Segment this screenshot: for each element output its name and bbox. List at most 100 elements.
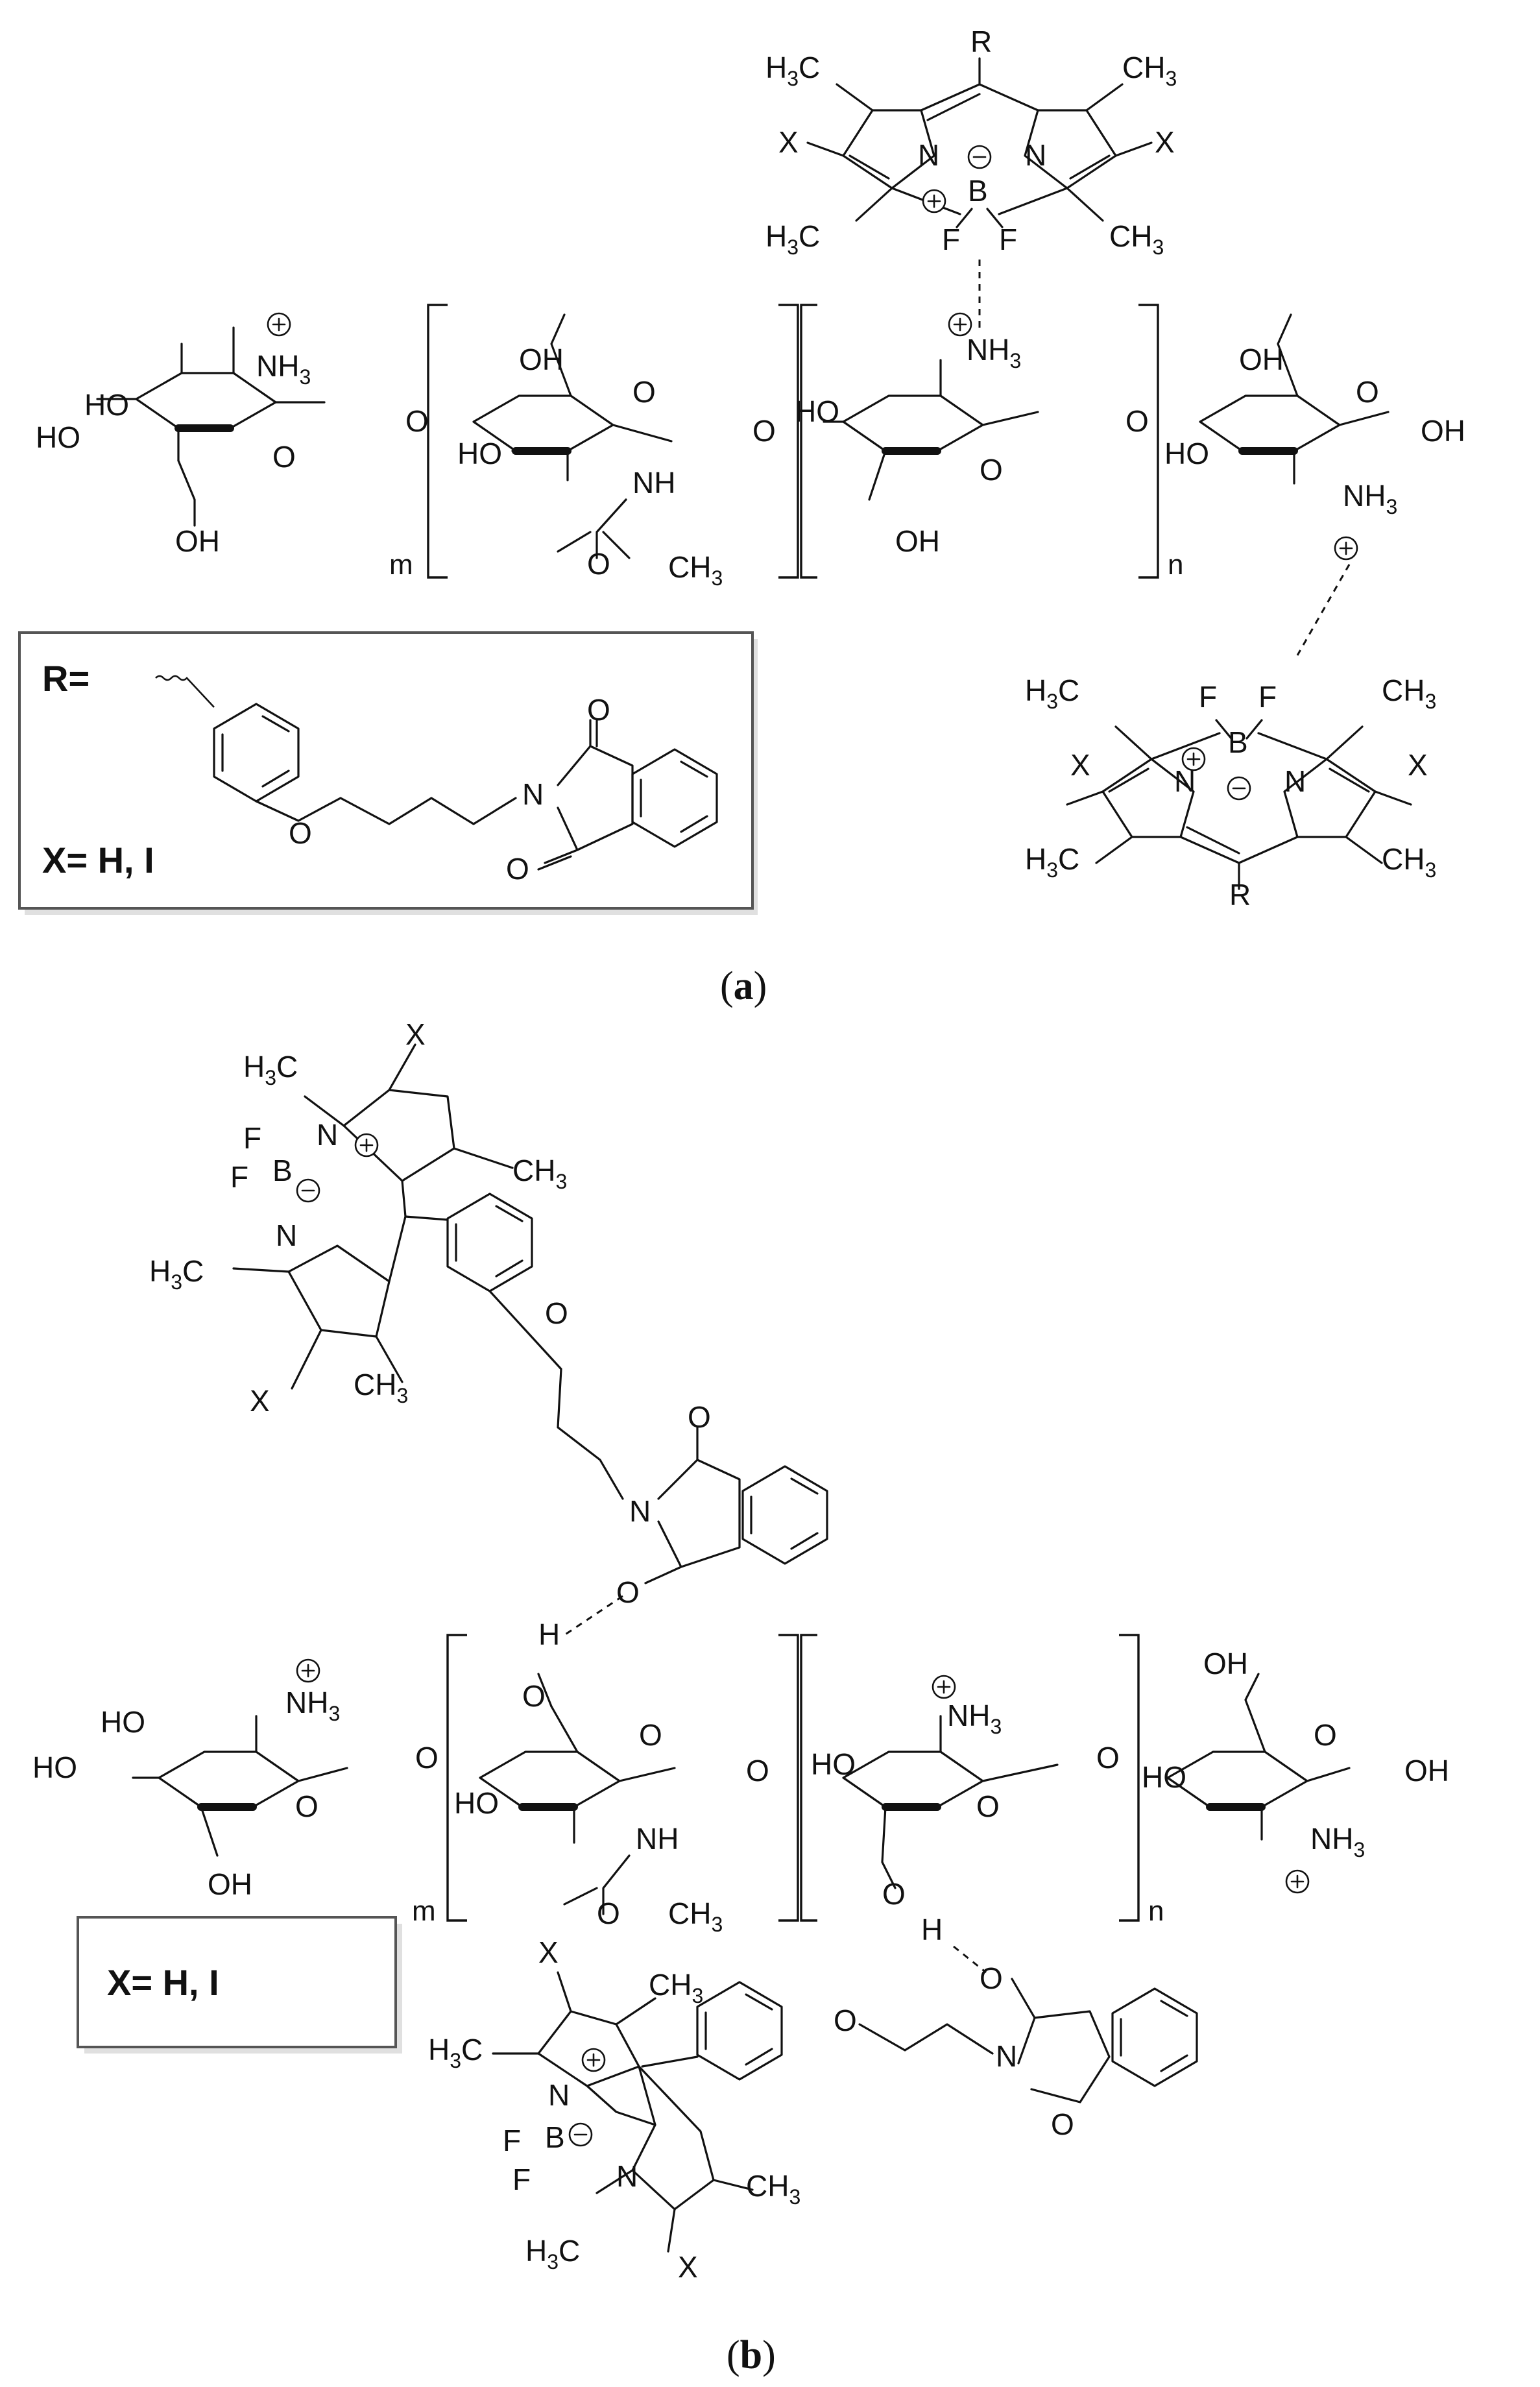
atom-oh-1c: OH bbox=[175, 524, 220, 558]
atom-b-b1: B bbox=[272, 1154, 293, 1187]
atom-ho-3a: HO bbox=[795, 394, 839, 428]
plus-charge-nh3-1 bbox=[267, 312, 291, 337]
atom-o-link-1: O bbox=[405, 404, 429, 438]
r-imide-n: N bbox=[522, 777, 544, 811]
atom-f-b1b: F bbox=[230, 1160, 248, 1194]
chitosan-chain-a: HO HO NH3 O O OH m OH O HO NH O CH3 O bbox=[36, 304, 1465, 590]
atom-f-right: F bbox=[999, 223, 1017, 256]
panel-b: X H3C CH3 N B F F N H3C X CH3 O N O O H bbox=[32, 1017, 1449, 2377]
atom-ho-1b: HO bbox=[36, 420, 80, 454]
atom-f-b1a: F bbox=[243, 1121, 261, 1155]
atom-h3c-bottom-left: H3C bbox=[765, 219, 820, 259]
r-ether-o: O bbox=[289, 816, 312, 850]
atom-n-b1: N bbox=[317, 1118, 338, 1152]
atom-f-b2a: F bbox=[503, 2124, 521, 2157]
atom-h3c-b1b: H3C bbox=[149, 1254, 204, 1294]
atom-oh-3b: OH bbox=[895, 524, 940, 558]
bracket-m-open-b bbox=[446, 1634, 467, 1922]
atom-oh-b4c: OH bbox=[1404, 1754, 1449, 1787]
bodipy-lower-b: O O N O X CH3 H3C N B F F N CH3 H3C X bbox=[428, 1935, 1198, 2284]
atom-n-br: N bbox=[1284, 764, 1306, 798]
atom-ch3-bottom-a: CH3 bbox=[1382, 842, 1436, 882]
minus-charge-b bbox=[967, 145, 992, 169]
plus-charge-n-bottom bbox=[1181, 747, 1206, 771]
atom-o-ether-b1: O bbox=[545, 1296, 568, 1330]
atom-nh-b2: NH bbox=[636, 1822, 679, 1856]
atom-r-bottom: R bbox=[1229, 878, 1251, 912]
atom-ho-1a: HO bbox=[84, 388, 129, 422]
r-imide-o-bottom: O bbox=[506, 852, 529, 886]
atom-ch3-acetyl: CH3 bbox=[668, 550, 723, 590]
legend-box-a: R= X= H, I O N O O bbox=[18, 631, 758, 915]
minus-charge-b2 bbox=[568, 2122, 593, 2147]
bodipy-upper-b: X H3C CH3 N B F F N H3C X CH3 O N O O bbox=[149, 1017, 828, 1609]
atom-o-link-3: O bbox=[1125, 404, 1149, 438]
panel-a: R H3C CH3 X X H3C CH3 N N B F F HO bbox=[18, 25, 1465, 1008]
bracket-m-close bbox=[778, 304, 817, 579]
minus-charge-b1 bbox=[296, 1178, 320, 1203]
atom-o-acetyl-b: O bbox=[597, 1896, 620, 1930]
atom-oh-4c: OH bbox=[1421, 414, 1465, 448]
atom-ho-b3: HO bbox=[811, 1747, 856, 1781]
atom-nh3-b1: NH3 bbox=[285, 1686, 340, 1725]
atom-o-link-2: O bbox=[752, 414, 776, 448]
atom-o-ring-b4: O bbox=[1314, 1718, 1337, 1752]
atom-o-ring-b1: O bbox=[295, 1789, 319, 1823]
legend-r-label: R= bbox=[42, 658, 90, 699]
atom-ch3-b2b: CH3 bbox=[746, 2169, 800, 2209]
index-m-a: m bbox=[389, 549, 413, 581]
atom-o-b3: O bbox=[882, 1877, 906, 1911]
atom-ch3-b1b: CH3 bbox=[354, 1368, 408, 1407]
atom-h3c-b2a: H3C bbox=[428, 2033, 483, 2072]
atom-ch3-b2a: CH3 bbox=[649, 1968, 703, 2007]
atom-ho-b2: HO bbox=[32, 1751, 77, 1784]
atom-nh3-b4: NH3 bbox=[1310, 1822, 1365, 1861]
atom-x-bottom-left: X bbox=[1070, 748, 1090, 782]
chitosan-chain-b: HO HO NH3 O O OH m O O HO NH O CH3 O bbox=[32, 1634, 1449, 1936]
atom-h-b1: H bbox=[538, 1618, 560, 1651]
atom-ch3-acetyl-b: CH3 bbox=[668, 1896, 723, 1936]
atom-n-b1b: N bbox=[276, 1218, 297, 1252]
index-m-b: m bbox=[412, 1895, 436, 1927]
atom-o-ether-b2: O bbox=[834, 2004, 857, 2037]
atom-ch3-b1: CH3 bbox=[512, 1154, 567, 1193]
atom-o-imide-b2b: O bbox=[1051, 2107, 1074, 2141]
atom-o-imide-b1a: O bbox=[688, 1400, 711, 1434]
r-phthalimide-ring bbox=[537, 719, 634, 871]
atom-o-ring-1: O bbox=[272, 440, 296, 474]
plus-charge-b1 bbox=[354, 1133, 379, 1157]
atom-n-left: N bbox=[918, 138, 939, 172]
plus-charge-n bbox=[922, 189, 946, 213]
bodipy-top: R H3C CH3 X X H3C CH3 N N B F F bbox=[765, 25, 1177, 259]
ionic-bond-bottom bbox=[1296, 564, 1351, 656]
atom-h3c-b1: H3C bbox=[243, 1050, 298, 1089]
atom-ho-b1: HO bbox=[101, 1705, 145, 1739]
r-imide-o-top: O bbox=[587, 693, 610, 727]
atom-f-left: F bbox=[942, 223, 960, 256]
atom-h3c-top-b: H3C bbox=[1025, 673, 1079, 713]
atom-oh-b4a: OH bbox=[1203, 1647, 1248, 1680]
minus-charge-b-bottom bbox=[1227, 776, 1251, 801]
bracket-m-open bbox=[427, 304, 448, 579]
atom-x-top-left: X bbox=[778, 125, 799, 159]
atom-nh3-4: NH3 bbox=[1343, 479, 1397, 518]
atom-x-bottom-right: X bbox=[1408, 748, 1428, 782]
atom-ho-b2b: HO bbox=[454, 1786, 499, 1820]
plus-charge-b-nh3-1 bbox=[296, 1658, 320, 1683]
plus-charge-b-nh3-3 bbox=[932, 1675, 956, 1699]
plus-charge-b-nh3-4 bbox=[1285, 1869, 1310, 1894]
bodipy-bottom bbox=[1066, 719, 1412, 890]
atom-o-ring-2: O bbox=[632, 375, 656, 409]
bracket-n-close bbox=[1138, 304, 1159, 579]
bracket-m-close-b bbox=[778, 1634, 817, 1922]
atom-n-imide-b1: N bbox=[629, 1494, 651, 1528]
plus-charge-nh3-3 bbox=[948, 312, 972, 337]
atom-ho-2b: HO bbox=[457, 437, 502, 470]
atom-n-right: N bbox=[1025, 138, 1046, 172]
atom-h-b2: H bbox=[921, 1913, 943, 1946]
atom-o-imide-b1b: O bbox=[616, 1575, 640, 1609]
atom-ho-b4b: HO bbox=[1142, 1760, 1186, 1794]
atom-o-acetyl: O bbox=[587, 547, 610, 581]
bracket-n-close-b bbox=[1119, 1634, 1140, 1922]
